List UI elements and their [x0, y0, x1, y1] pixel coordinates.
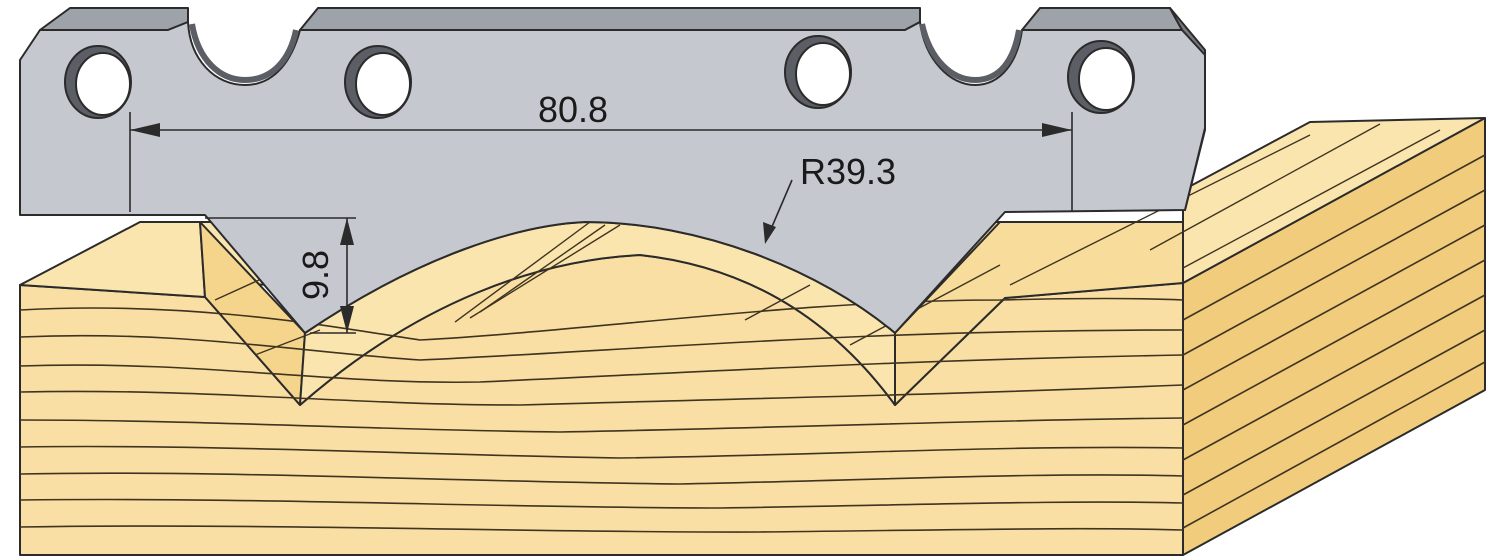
- depth-dimension-label: 9.8: [295, 250, 336, 300]
- wood-grain-top: [214, 123, 1441, 356]
- depth-arrow-bottom: [340, 306, 354, 333]
- slot-notch-right: [919, 23, 1022, 84]
- wood-grain-end: [1182, 154, 1486, 529]
- blade-top-bevel: [39, 7, 189, 31]
- mounting-hole-4: [1067, 40, 1135, 114]
- width-arrow-right: [1042, 123, 1072, 137]
- radius-arrow: [763, 222, 776, 244]
- mounting-hole-3: [784, 35, 852, 109]
- slot-notch-left: [189, 23, 299, 84]
- blade-top-bevel-middle: [299, 7, 921, 31]
- wood-profile-surface: [19, 221, 206, 298]
- cutter-blade: [19, 7, 1206, 334]
- depth-arrow-top: [340, 218, 354, 245]
- radius-dimension-label: R39.3: [800, 151, 896, 192]
- blade-top-bevel-right: [1021, 7, 1183, 31]
- width-arrow-left: [130, 123, 160, 137]
- width-dimension-label: 80.8: [538, 89, 608, 130]
- mounting-hole-1: [64, 45, 132, 119]
- wood-grain-front: [19, 297, 1184, 533]
- mounting-hole-2: [344, 45, 412, 119]
- mounting-holes: [64, 23, 1135, 119]
- dimension-lines: [129, 112, 1073, 334]
- blade-face: [19, 21, 1206, 334]
